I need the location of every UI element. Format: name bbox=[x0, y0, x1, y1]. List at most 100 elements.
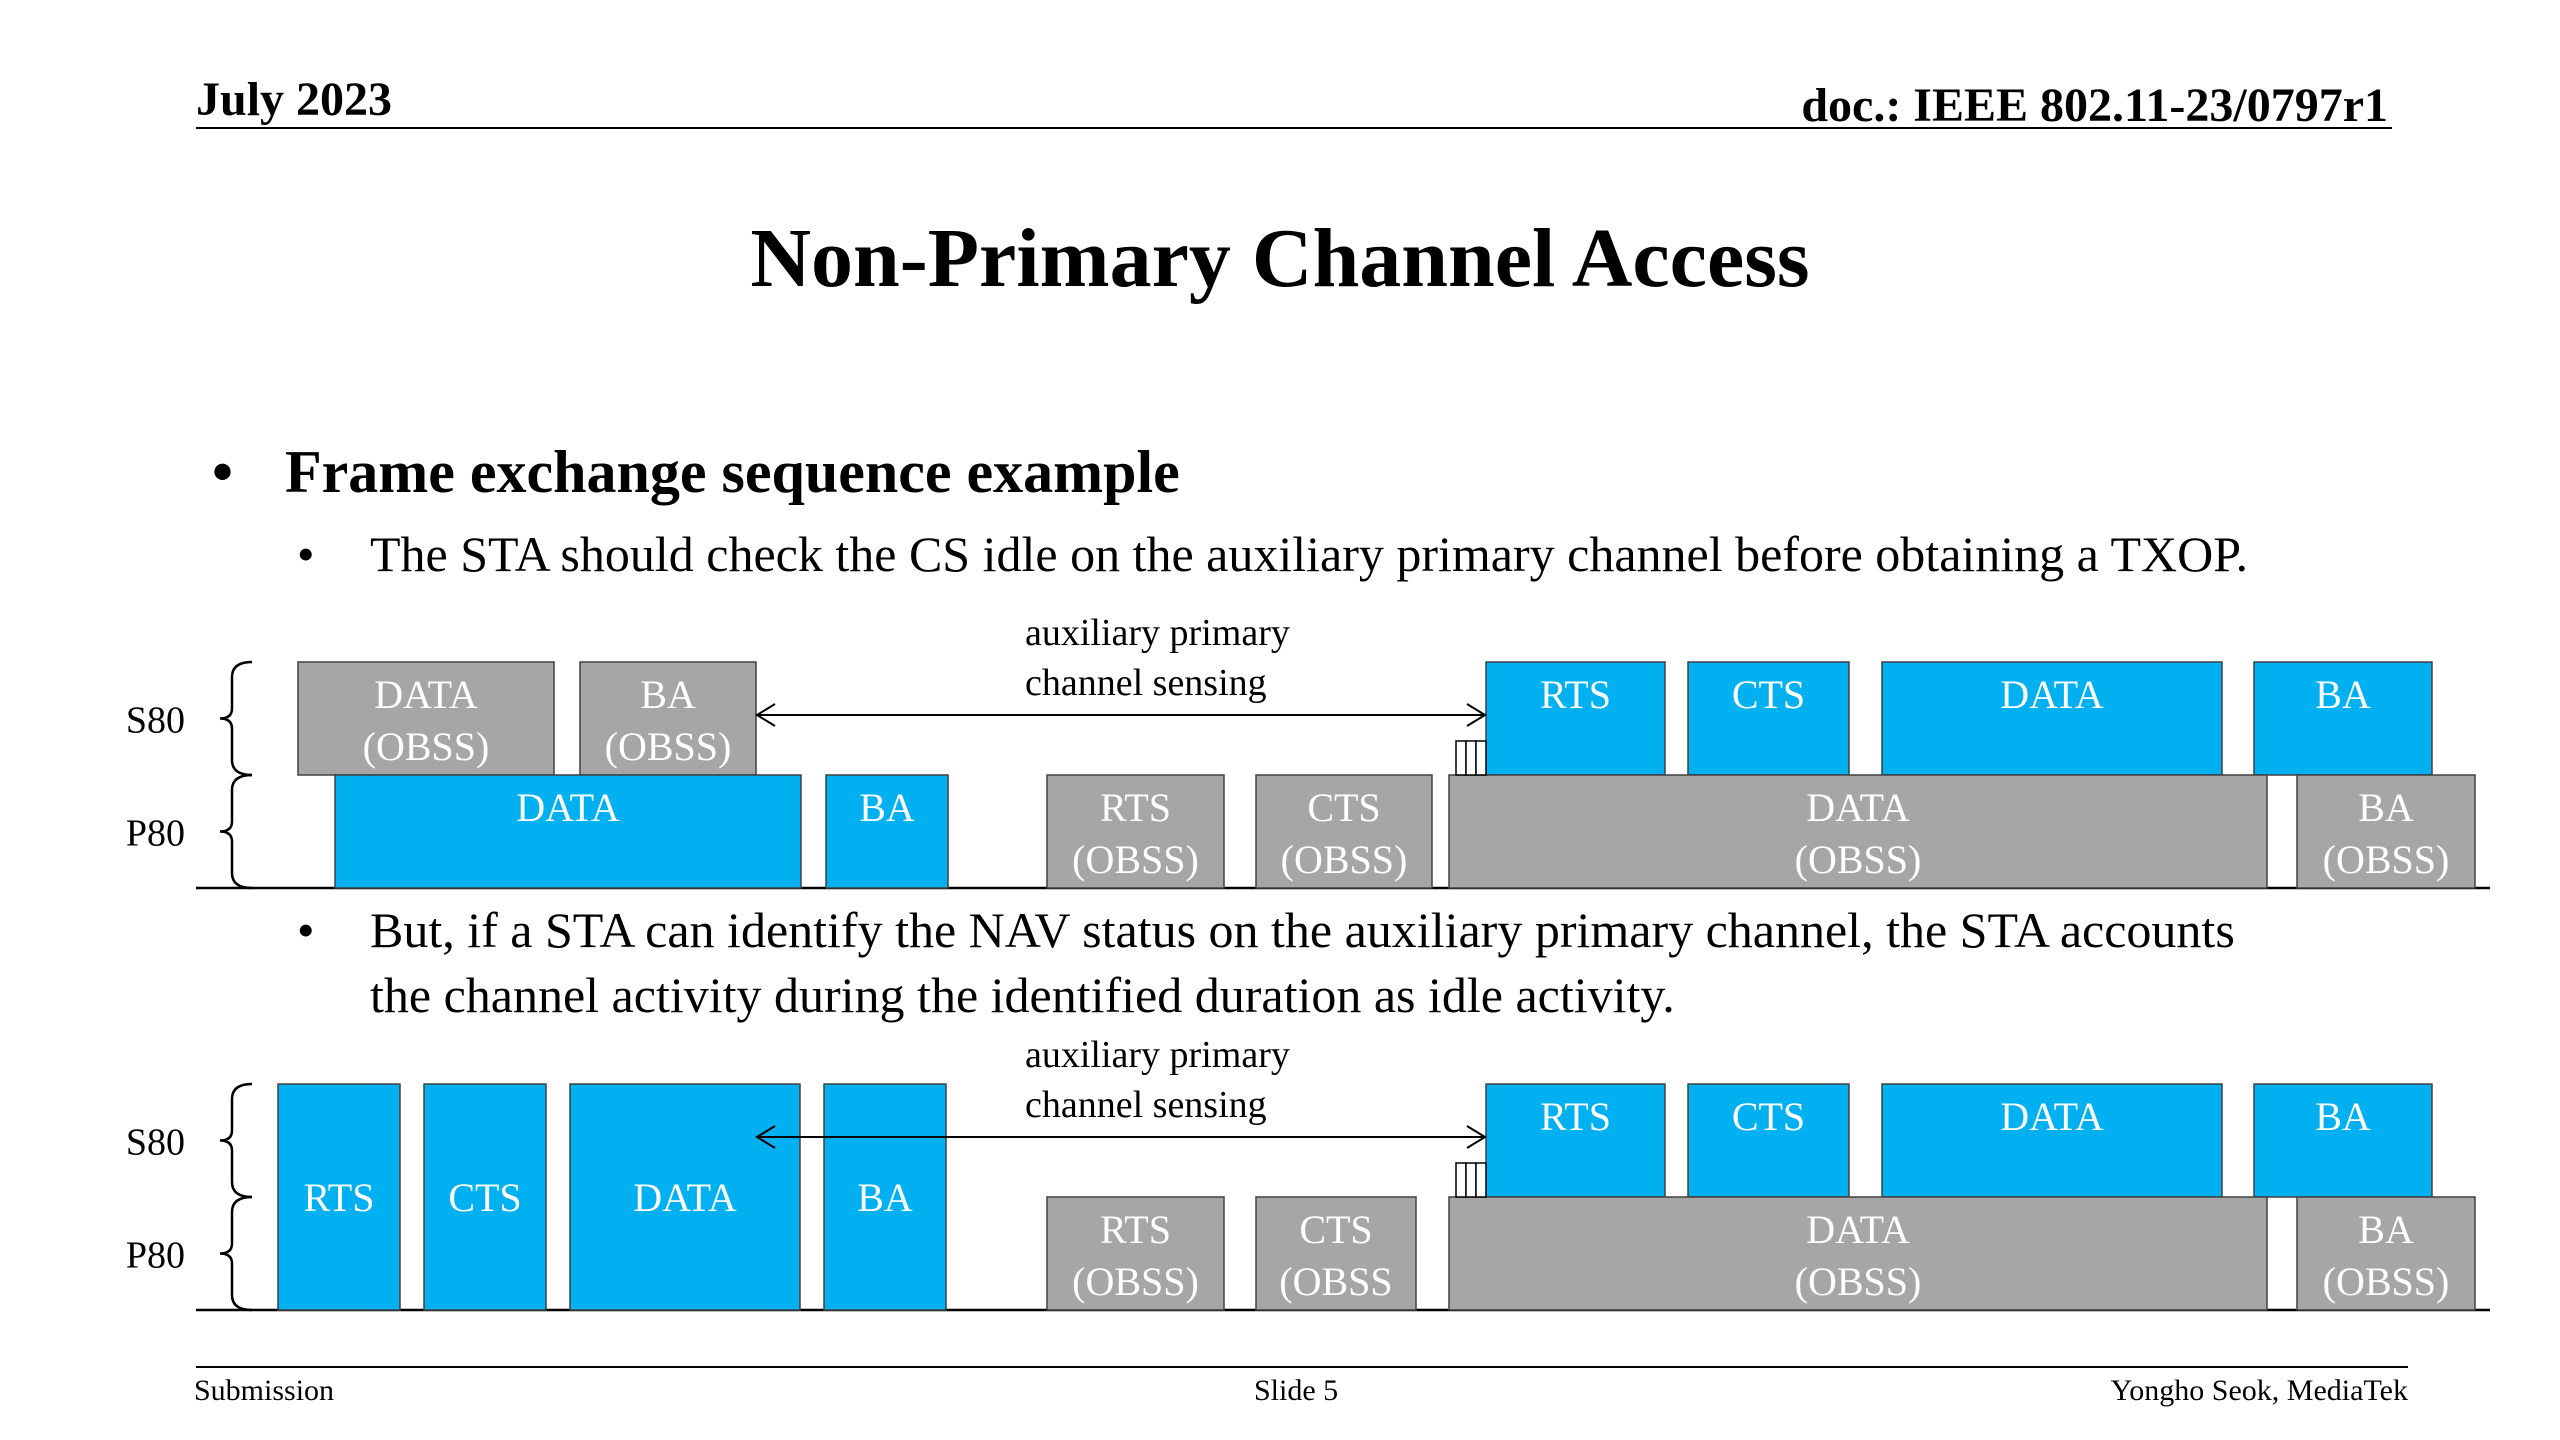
bullet-marker: • bbox=[212, 439, 234, 505]
d2-sensing-label: auxiliary primary bbox=[1025, 1034, 1290, 1076]
d1-p80-frame-box bbox=[1046, 774, 1225, 889]
d1-backoff-slot bbox=[1475, 740, 1487, 776]
d2-s80-frame-label: RTS bbox=[304, 1175, 375, 1220]
d1-arrow-head-right bbox=[1466, 703, 1487, 727]
d1-s80-frame-box bbox=[579, 661, 757, 776]
d2-channel-label-p80: P80 bbox=[126, 1235, 185, 1277]
d2-s80-frame-label: BA bbox=[857, 1175, 913, 1220]
d1-s80-frame-label: DATA bbox=[2000, 672, 2104, 717]
d1-p80-frame-box bbox=[1255, 774, 1433, 889]
d2-p80-frame-label: (OBSS) bbox=[2323, 1259, 2450, 1304]
d2-s80-frame-label: CTS bbox=[448, 1175, 521, 1220]
d1-channel-label-s80: S80 bbox=[126, 700, 185, 742]
d1-brace bbox=[219, 773, 253, 890]
d1-s80-frame-cts: CTS bbox=[1687, 661, 1850, 776]
d1-p80-frame-label: (OBSS) bbox=[2323, 837, 2450, 882]
d2-brace bbox=[219, 1082, 253, 1199]
d1-p80-frame-box bbox=[334, 774, 802, 889]
main-bullet-text: Frame exchange sequence example bbox=[285, 439, 1180, 505]
d1-p80-frame-box bbox=[2296, 774, 2476, 889]
d2-p80-frame-label: (OBSS) bbox=[1795, 1259, 1922, 1304]
d2-sensing-label: channel sensing bbox=[1025, 1084, 1267, 1126]
footer-submission: Submission bbox=[194, 1374, 335, 1407]
d1-s80-frame-label: RTS bbox=[1540, 672, 1611, 717]
d2-s80-frame-label: BA bbox=[2315, 1094, 2371, 1139]
d2-p80-frame-label: DATA bbox=[1806, 1207, 1910, 1252]
d2-s80-frame-ba: BA bbox=[823, 1083, 947, 1311]
d2-s80-frame-rts: RTS bbox=[1485, 1083, 1666, 1198]
d1-p80-frame-box bbox=[825, 774, 949, 889]
d1-backoff-slot bbox=[1465, 740, 1477, 776]
d2-s80-frame-box bbox=[1881, 1083, 2223, 1198]
d1-p80-frame-label: CTS bbox=[1307, 785, 1380, 830]
d1-backoff-slot bbox=[1455, 740, 1467, 776]
d2-s80-frame-box bbox=[277, 1083, 401, 1311]
d1-p80-frame-cts: CTS (OBSS) bbox=[1255, 774, 1433, 889]
d2-p80-frame-label: BA bbox=[2358, 1207, 2414, 1252]
d2-p80-frame-ba: BA (OBSS) bbox=[2296, 1196, 2476, 1311]
d2-p80-frame-box bbox=[1046, 1196, 1225, 1311]
d2-backoff-slot bbox=[1455, 1162, 1467, 1198]
d1-p80-frame-label: (OBSS) bbox=[1072, 837, 1199, 882]
footer-author: Yongho Seok, MediaTek bbox=[2110, 1374, 2408, 1407]
d2-s80-frame-label: CTS bbox=[1732, 1094, 1805, 1139]
d1-p80-frame-label: DATA bbox=[516, 785, 620, 830]
d2-s80-frame-data: DATA bbox=[1881, 1083, 2223, 1198]
d2-p80-frame-box bbox=[1255, 1196, 1417, 1311]
d1-s80-frame-data: DATA(OBSS) bbox=[297, 661, 555, 776]
d2-p80-frame-label: (OBSS) bbox=[1072, 1259, 1199, 1304]
d1-p80-frame-data: DATA bbox=[334, 774, 802, 889]
d1-p80-frame-label: (OBSS) bbox=[1281, 837, 1408, 882]
d1-s80-frame-box bbox=[1881, 661, 2223, 776]
d1-channel-label-p80: P80 bbox=[126, 813, 185, 855]
d1-p80-frame-label: BA bbox=[859, 785, 915, 830]
d2-s80-frame-box bbox=[1485, 1083, 1666, 1198]
d2-s80-frame-rts: RTS bbox=[277, 1083, 401, 1311]
header-date: July 2023 bbox=[196, 73, 393, 126]
d1-s80-frame-label: CTS bbox=[1732, 672, 1805, 717]
d1-p80-frame-label: (OBSS) bbox=[1795, 837, 1922, 882]
d1-sensing-label: auxiliary primary bbox=[1025, 612, 1290, 654]
d2-arrow-head-left bbox=[755, 1125, 776, 1149]
footer-slide-number: Slide 5 bbox=[1254, 1374, 1339, 1407]
slide-title: Non-Primary Channel Access bbox=[750, 212, 1810, 305]
d2-s80-frame-box bbox=[569, 1083, 801, 1311]
d2-s80-frame-label: DATA bbox=[2000, 1094, 2104, 1139]
d1-p80-frame-label: RTS bbox=[1100, 785, 1171, 830]
sub-bullet-1-text: The STA should check the CS idle on the … bbox=[370, 526, 2248, 582]
d1-s80-frame-label: BA bbox=[640, 672, 696, 717]
d2-p80-frame-box bbox=[2296, 1196, 2476, 1311]
d2-p80-frame-label: CTS bbox=[1299, 1207, 1372, 1252]
d2-s80-frame-cts: CTS bbox=[423, 1083, 547, 1311]
d2-p80-frame-rts: RTS (OBSS) bbox=[1046, 1196, 1225, 1311]
d2-s80-frame-label: DATA bbox=[633, 1175, 737, 1220]
d2-s80-frame-label: RTS bbox=[1540, 1094, 1611, 1139]
d2-s80-frame-ba: BA bbox=[2253, 1083, 2433, 1198]
d2-p80-frame-data: DATA (OBSS) bbox=[1448, 1196, 2268, 1311]
d1-p80-frame-box bbox=[1448, 774, 2268, 889]
header-rule bbox=[196, 127, 2392, 129]
d2-brace bbox=[219, 1195, 253, 1312]
sub-bullet-2-text: But, if a STA can identify the NAV statu… bbox=[370, 902, 2235, 1023]
d1-s80-frame-data: DATA bbox=[1881, 661, 2223, 776]
d1-s80-frame-ba: BA(OBSS) bbox=[579, 661, 757, 776]
d1-p80-frame-ba: BA bbox=[825, 774, 949, 889]
d1-brace bbox=[219, 660, 253, 777]
d1-s80-frame-label: (OBSS) bbox=[363, 724, 490, 769]
d2-channel-label-s80: S80 bbox=[126, 1122, 185, 1164]
sub-bullet-marker: • bbox=[297, 902, 315, 958]
d1-s80-frame-box bbox=[1687, 661, 1850, 776]
d1-p80-frame-rts: RTS (OBSS) bbox=[1046, 774, 1225, 889]
d1-s80-frame-ba: BA bbox=[2253, 661, 2433, 776]
d2-p80-frame-label: RTS bbox=[1100, 1207, 1171, 1252]
d2-s80-frame-box bbox=[423, 1083, 547, 1311]
d2-backoff-slot bbox=[1475, 1162, 1487, 1198]
d2-s80-frame-box bbox=[2253, 1083, 2433, 1198]
d1-sensing-label: channel sensing bbox=[1025, 662, 1267, 704]
footer-rule bbox=[196, 1366, 2408, 1368]
sub-bullet-marker: • bbox=[297, 526, 315, 582]
